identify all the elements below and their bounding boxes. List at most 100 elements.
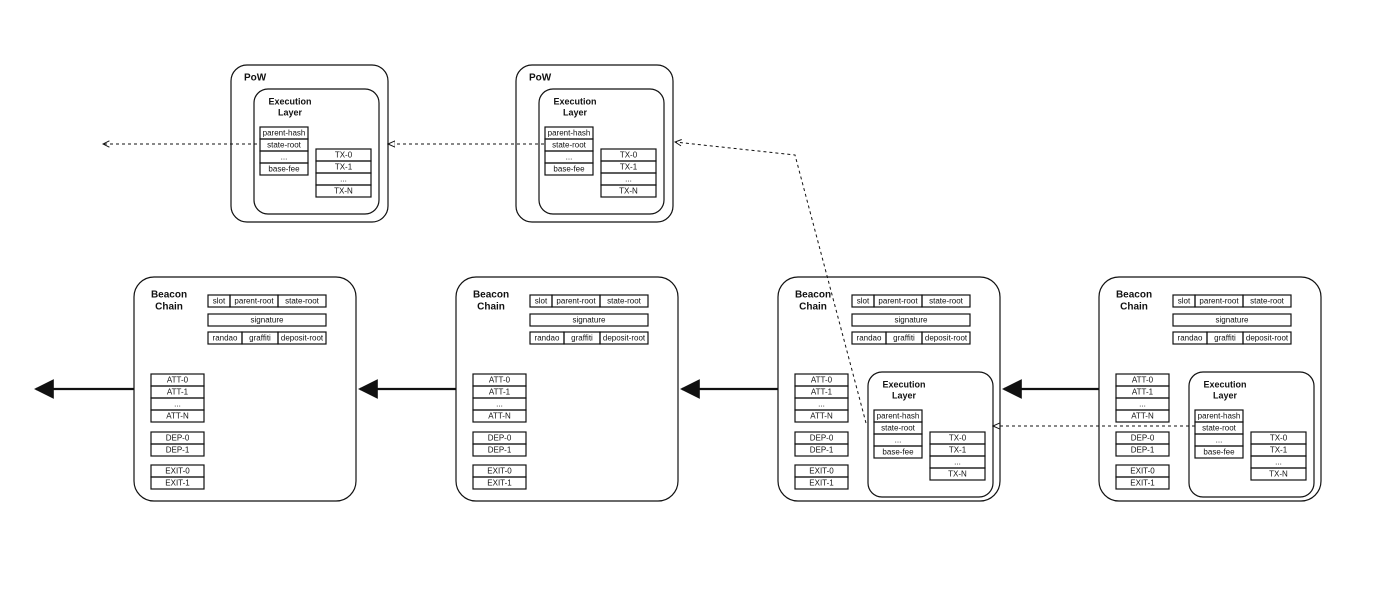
beacon-header-row-cell (277, 294, 327, 308)
attestation-list-item: ... (496, 400, 503, 409)
beacon-header-row-item: deposit-root (1246, 334, 1289, 343)
execution-layer-box (1188, 371, 1315, 498)
execution-header-item: base-fee (553, 165, 585, 174)
transaction-list-item: TX-1 (620, 163, 638, 172)
execution-header-item: ... (895, 436, 902, 445)
pow-block: PoWExecutionLayerparent-hashstate-root..… (515, 64, 674, 223)
deposit-list-item: DEP-0 (1131, 434, 1155, 443)
beacon-header-row-cell (599, 294, 649, 308)
signature-cell (1172, 313, 1292, 327)
attestation-list-item: ATT-1 (167, 388, 189, 397)
signature-cell (207, 313, 327, 327)
beacon-block-title: Chain (477, 302, 505, 313)
beacon-header-row: randao graffiti deposit-root (207, 331, 327, 345)
transaction-list-item: TX-N (1269, 470, 1288, 479)
pow-block-title: PoW (529, 73, 552, 84)
beacon-header-row-item: state-root (929, 297, 964, 306)
execution-header-item: base-fee (882, 448, 914, 457)
blocks: PoW ExecutionLayerparent-hashstate-root..… (133, 64, 1322, 502)
execution-header-cell (259, 162, 309, 176)
beacon-header-row-item: randao (213, 334, 238, 343)
signature-label: signature (1216, 316, 1249, 325)
exit-list-item: EXIT-1 (165, 479, 190, 488)
beacon-header-row-cell (921, 294, 971, 308)
execution-header-cell (873, 445, 923, 459)
transaction-list-item: TX-0 (335, 151, 353, 160)
exit-list-cell (472, 476, 527, 490)
beacon-header-row-item: randao (857, 334, 882, 343)
execution-layer-title: Execution (1203, 379, 1246, 389)
beacon-block-title: Beacon (795, 290, 831, 301)
deposit-list-item: DEP-0 (488, 434, 512, 443)
exit-list-item: EXIT-0 (487, 467, 512, 476)
pow-block-box (230, 64, 389, 223)
beacon-header-row-item: parent-root (234, 297, 274, 306)
beacon-header-row-item: parent-root (556, 297, 596, 306)
beacon-header-row-item: parent-root (878, 297, 918, 306)
execution-layer-title: Execution (553, 96, 596, 106)
beacon-header-row-item: graffiti (1214, 334, 1236, 343)
transaction-list-item: ... (625, 175, 632, 184)
transaction-list-item: TX-0 (1270, 434, 1288, 443)
signature-label: signature (895, 316, 928, 325)
execution-header-item: ... (281, 153, 288, 162)
attestation-list-item: ATT-0 (1132, 376, 1154, 385)
beacon-header-row-item: graffiti (249, 334, 271, 343)
execution-header-item: state-root (1202, 424, 1237, 433)
attestation-list-item: ATT-1 (489, 388, 511, 397)
beacon-header-row-cell (1242, 331, 1292, 345)
beacon-header-row-item: graffiti (893, 334, 915, 343)
exit-list-item: EXIT-1 (809, 479, 834, 488)
transaction-list-item: TX-N (619, 187, 638, 196)
beacon-block-title: Beacon (473, 290, 509, 301)
exit-list-item: EXIT-0 (809, 467, 834, 476)
deposit-list-cell (1115, 443, 1170, 457)
beacon-header-row-item: deposit-root (925, 334, 968, 343)
beacon-block-title: Chain (1120, 302, 1148, 313)
transaction-list: TX-0TX-1...TX-N (600, 148, 657, 198)
execution-header-item: ... (566, 153, 573, 162)
beacon-header-row-item: state-root (607, 297, 642, 306)
beacon-header-row-item: deposit-root (281, 334, 324, 343)
attestation-list-cell (1115, 409, 1170, 423)
execution-header-item: base-fee (268, 165, 300, 174)
beacon-header-row-item: slot (535, 297, 548, 306)
attestation-list-item: ATT-0 (489, 376, 511, 385)
transaction-list-item: ... (340, 175, 347, 184)
execution-layer-box (867, 371, 994, 498)
beacon-header-row-cell (921, 331, 971, 345)
execution-header-cell (544, 162, 594, 176)
beacon-block-box (455, 276, 679, 502)
beacon-block-title: Beacon (1116, 290, 1152, 301)
transaction-list: TX-0TX-1...TX-N (1250, 431, 1307, 481)
execution-layer-title: Execution (882, 379, 925, 389)
beacon-header-row-cell (277, 331, 327, 345)
execution-layer: ExecutionLayerparent-hashstate-root...ba… (1188, 371, 1315, 498)
beacon-block-box (777, 276, 1001, 502)
signature-label: signature (251, 316, 284, 325)
attestation-list-item: ... (174, 400, 181, 409)
attestation-list-cell (472, 409, 527, 423)
transaction-list: TX-0TX-1...TX-N (315, 148, 372, 198)
execution-layer-title: Layer (892, 390, 917, 400)
exit-list-item: EXIT-0 (1130, 467, 1155, 476)
transaction-list-item: TX-1 (1270, 446, 1288, 455)
attestation-list-item: ATT-N (488, 412, 511, 421)
execution-layer: ExecutionLayerparent-hashstate-root...ba… (253, 88, 380, 215)
